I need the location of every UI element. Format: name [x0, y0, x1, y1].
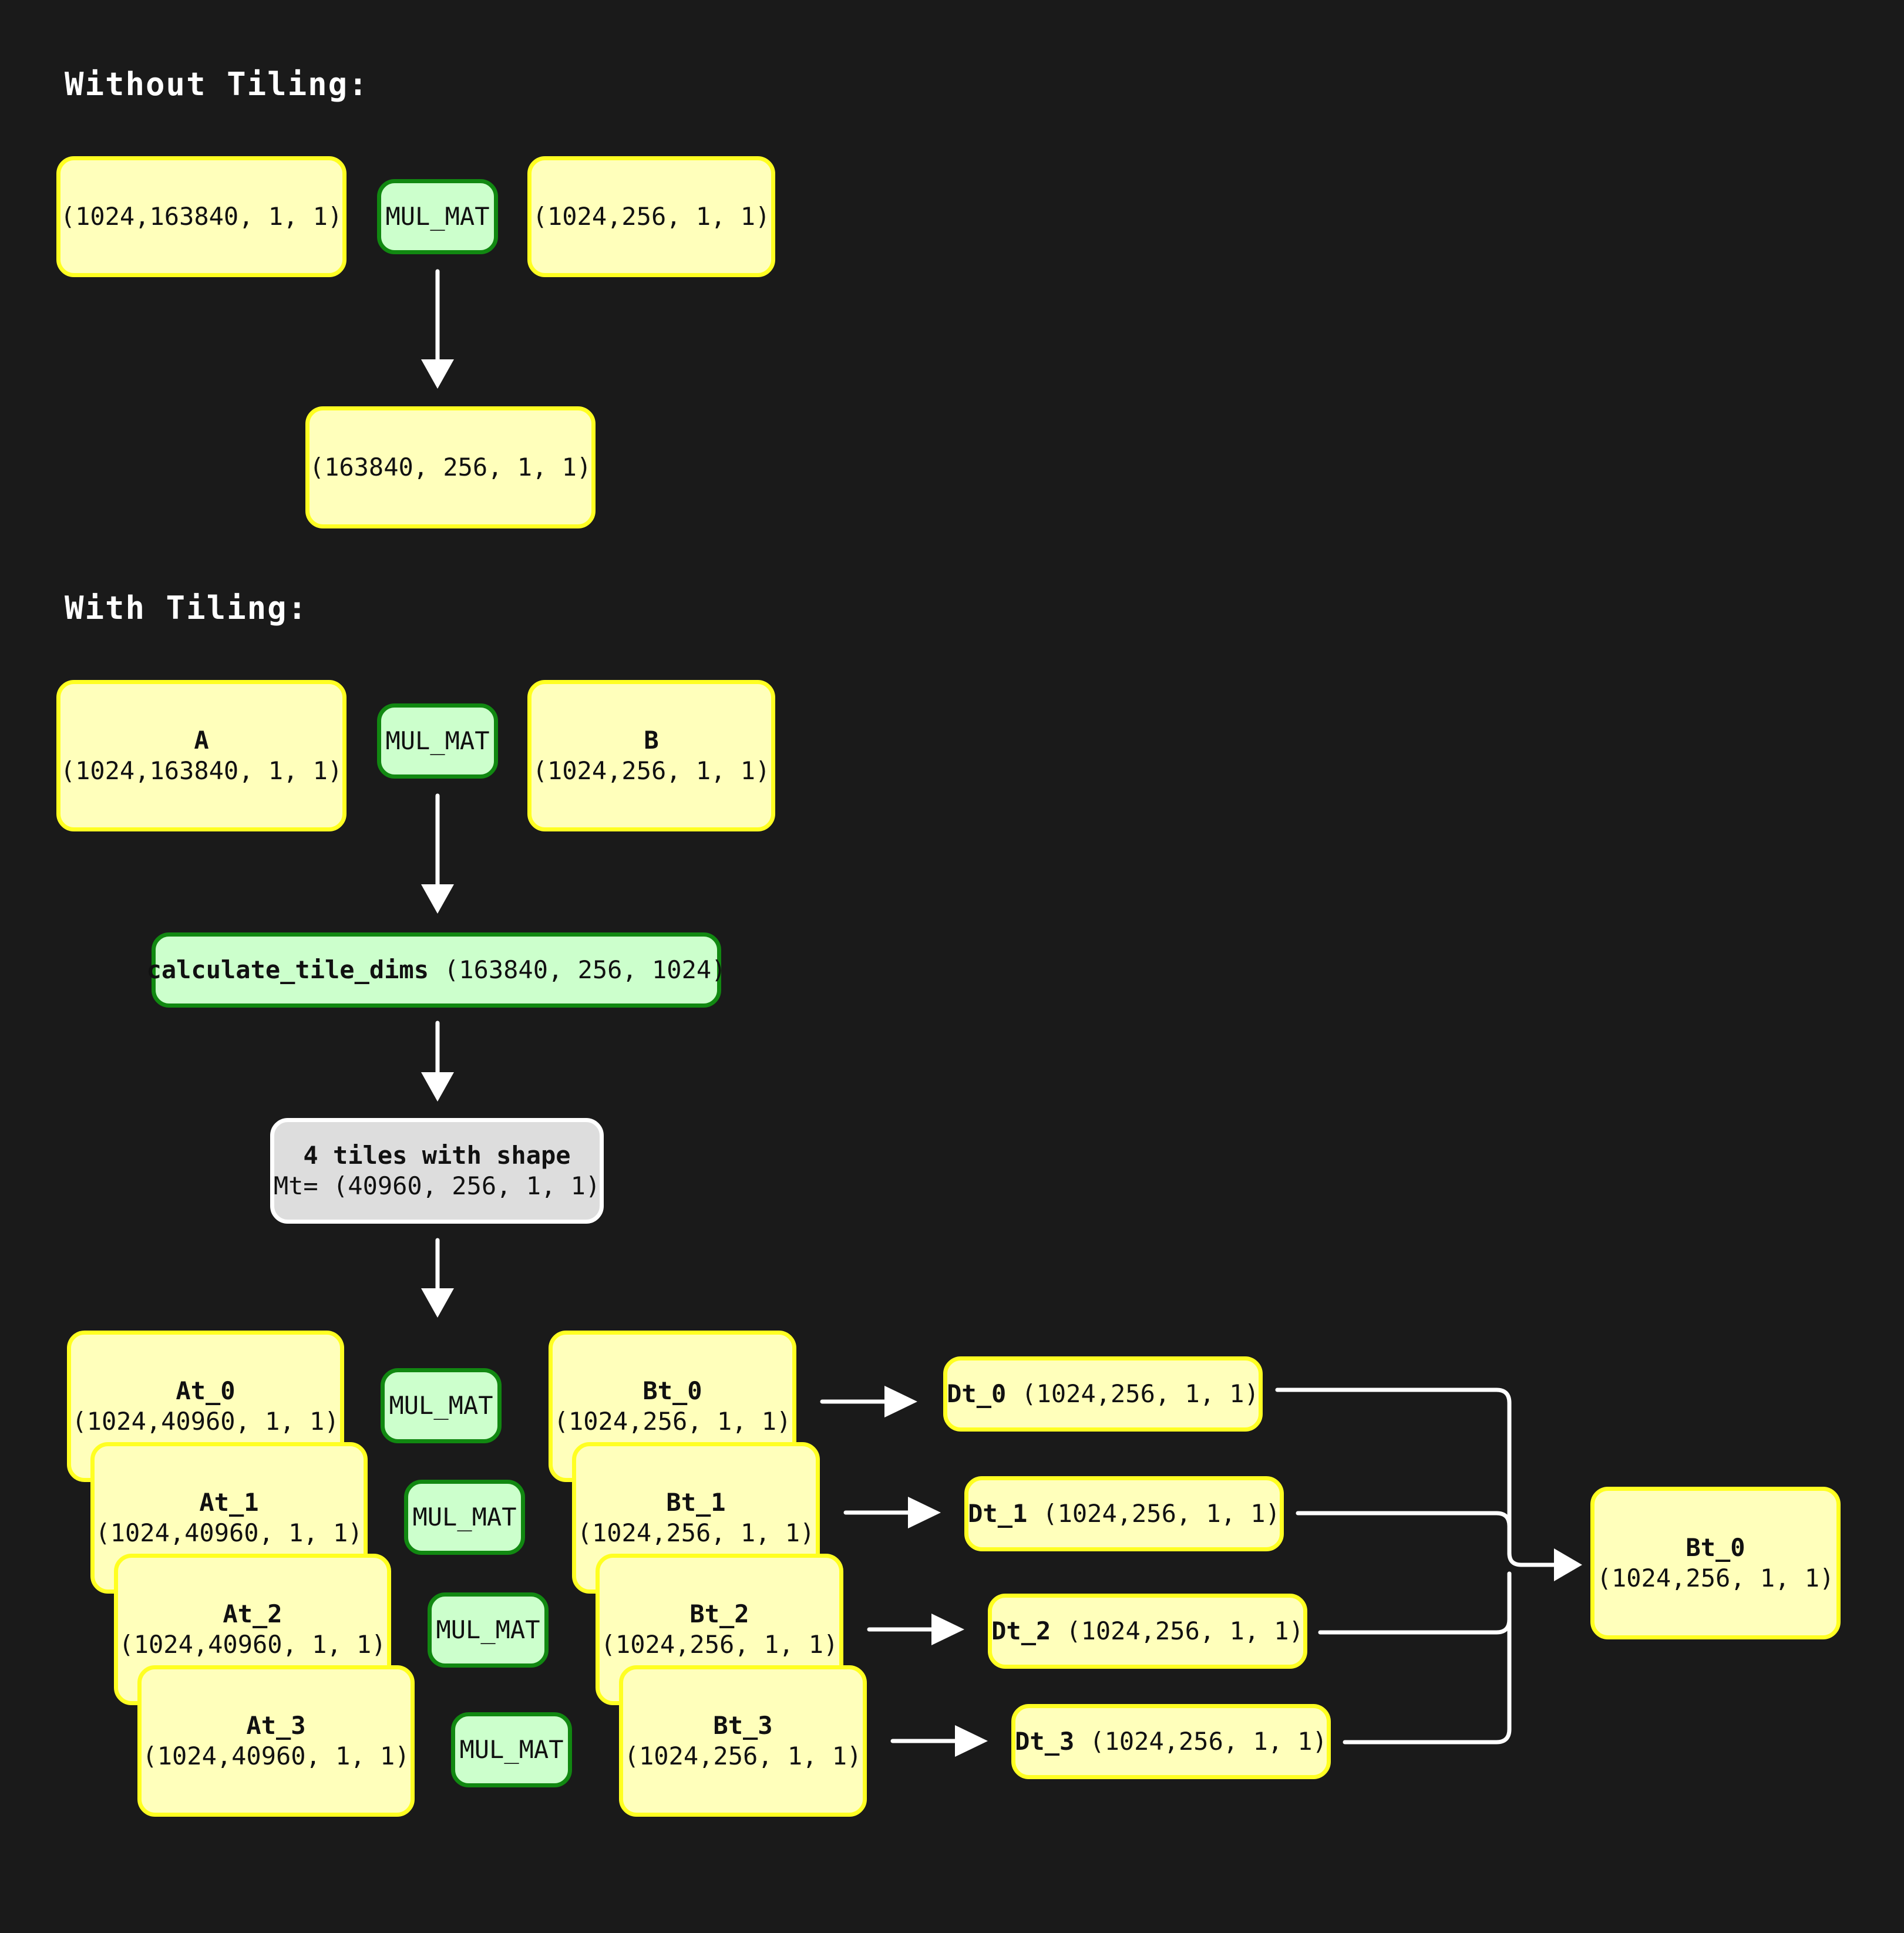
tensor-shape: (163840, 256, 1, 1)	[309, 453, 592, 481]
op-label: MUL_MAT	[385, 726, 490, 755]
tensor-shape: (1024,256, 1, 1)	[1066, 1617, 1304, 1645]
arrowhead-op-to-output	[421, 359, 454, 389]
tensor-name: At_0	[176, 1376, 236, 1405]
merge-line-dt2	[1318, 1571, 1512, 1635]
op-mul-mat: MUL_MAT	[377, 179, 498, 254]
tensor-shape: (1024,256, 1, 1)	[532, 756, 771, 785]
input-tensor-b: (1024,256, 1, 1)	[527, 156, 775, 277]
function-name: calculate_tile_dims	[146, 955, 429, 984]
heading-with-tiling: With Tiling:	[65, 590, 308, 627]
op-mul-mat: MUL_MAT	[377, 703, 498, 779]
tensor-name: Bt_1	[666, 1488, 726, 1517]
tile-op-1: MUL_MAT	[404, 1480, 525, 1555]
final-result: Bt_0 (1024,256, 1, 1)	[1590, 1487, 1841, 1639]
arrowhead-calc-to-tiles	[421, 1072, 454, 1102]
tile-op-0: MUL_MAT	[381, 1368, 502, 1443]
tile-op-2: MUL_MAT	[428, 1592, 549, 1668]
tensor-name: Bt_0	[642, 1376, 702, 1405]
arrowhead-row-1	[908, 1497, 941, 1528]
op-label: MUL_MAT	[412, 1503, 517, 1531]
tensor-shape: (1024,256, 1, 1)	[1042, 1499, 1280, 1528]
partial-result-2: Dt_2 (1024,256, 1, 1)	[988, 1594, 1307, 1669]
arrowhead-row-3	[955, 1725, 988, 1757]
tensor-name: At_2	[223, 1599, 282, 1628]
tensor-a: A (1024,163840, 1, 1)	[56, 680, 347, 831]
tensor-name: B	[644, 726, 659, 755]
partial-result-3: Dt_3 (1024,256, 1, 1)	[1011, 1704, 1331, 1779]
tensor-name: At_1	[199, 1488, 259, 1517]
tensor-name: Dt_2	[991, 1617, 1051, 1645]
calculate-tile-dims-node: calculate_tile_dims (163840, 256, 1024)	[147, 932, 726, 1008]
tensor-shape: (1024,256, 1, 1)	[1021, 1379, 1259, 1408]
tensor-shape: (1024,40960, 1, 1)	[95, 1518, 363, 1547]
merge-line-dt1	[1296, 1511, 1512, 1555]
op-label: MUL_MAT	[389, 1391, 493, 1420]
op-label: MUL_MAT	[436, 1615, 540, 1644]
arrowhead-merge	[1554, 1548, 1582, 1581]
tensor-shape: (1024,256, 1, 1)	[600, 1630, 839, 1659]
partial-result-0: Dt_0 (1024,256, 1, 1)	[943, 1356, 1263, 1432]
arrowhead-row-2	[931, 1614, 964, 1645]
merge-line-dt0	[1275, 1388, 1512, 1555]
tensor-shape: (1024,256, 1, 1)	[1596, 1564, 1835, 1592]
tensor-shape: (1024,40960, 1, 1)	[72, 1407, 339, 1436]
merge-line-join	[1507, 1551, 1563, 1567]
arrowhead-tiles-to-rows	[421, 1288, 454, 1318]
tensor-shape: (1024,256, 1, 1)	[1089, 1727, 1327, 1756]
tiles-title: 4 tiles with shape	[303, 1141, 571, 1170]
tensor-shape: (1024,256, 1, 1)	[624, 1742, 862, 1770]
tensor-name: Bt_3	[713, 1711, 773, 1740]
tiles-info-node: 4 tiles with shape Mt= (40960, 256, 1, 1…	[270, 1118, 604, 1224]
op-label: MUL_MAT	[385, 202, 490, 231]
tensor-b: B (1024,256, 1, 1)	[527, 680, 775, 831]
tensor-shape: (1024,256, 1, 1)	[532, 202, 771, 231]
partial-result-1: Dt_1 (1024,256, 1, 1)	[964, 1476, 1284, 1551]
tensor-name: Bt_2	[689, 1599, 749, 1628]
tensor-shape: (1024,40960, 1, 1)	[119, 1630, 386, 1659]
tensor-shape: (1024,256, 1, 1)	[577, 1518, 815, 1547]
tensor-name: Dt_3	[1015, 1727, 1075, 1756]
heading-without-tiling: Without Tiling:	[65, 66, 369, 103]
tile-op-3: MUL_MAT	[451, 1712, 572, 1787]
tile-b-3: Bt_3 (1024,256, 1, 1)	[619, 1665, 867, 1817]
tensor-shape: (1024,256, 1, 1)	[553, 1407, 792, 1436]
tensor-name: Dt_1	[968, 1499, 1028, 1528]
tiles-shape: Mt= (40960, 256, 1, 1)	[273, 1171, 601, 1200]
tile-a-3: At_3 (1024,40960, 1, 1)	[137, 1665, 415, 1817]
op-label: MUL_MAT	[459, 1735, 564, 1764]
input-tensor-a: (1024,163840, 1, 1)	[56, 156, 347, 277]
output-tensor: (163840, 256, 1, 1)	[305, 406, 596, 528]
function-args: (163840, 256, 1024)	[444, 955, 726, 984]
tensor-name: At_3	[246, 1711, 306, 1740]
tensor-name: Bt_0	[1686, 1533, 1745, 1562]
tensor-name: A	[194, 726, 209, 755]
arrowhead-row-0	[884, 1386, 917, 1417]
tensor-shape: (1024,40960, 1, 1)	[142, 1742, 410, 1770]
merge-line-dt3	[1343, 1571, 1512, 1745]
arrowhead-op-to-calc	[421, 884, 454, 914]
tensor-name: Dt_0	[947, 1379, 1007, 1408]
tensor-shape: (1024,163840, 1, 1)	[60, 756, 343, 785]
tensor-shape: (1024,163840, 1, 1)	[60, 202, 343, 231]
